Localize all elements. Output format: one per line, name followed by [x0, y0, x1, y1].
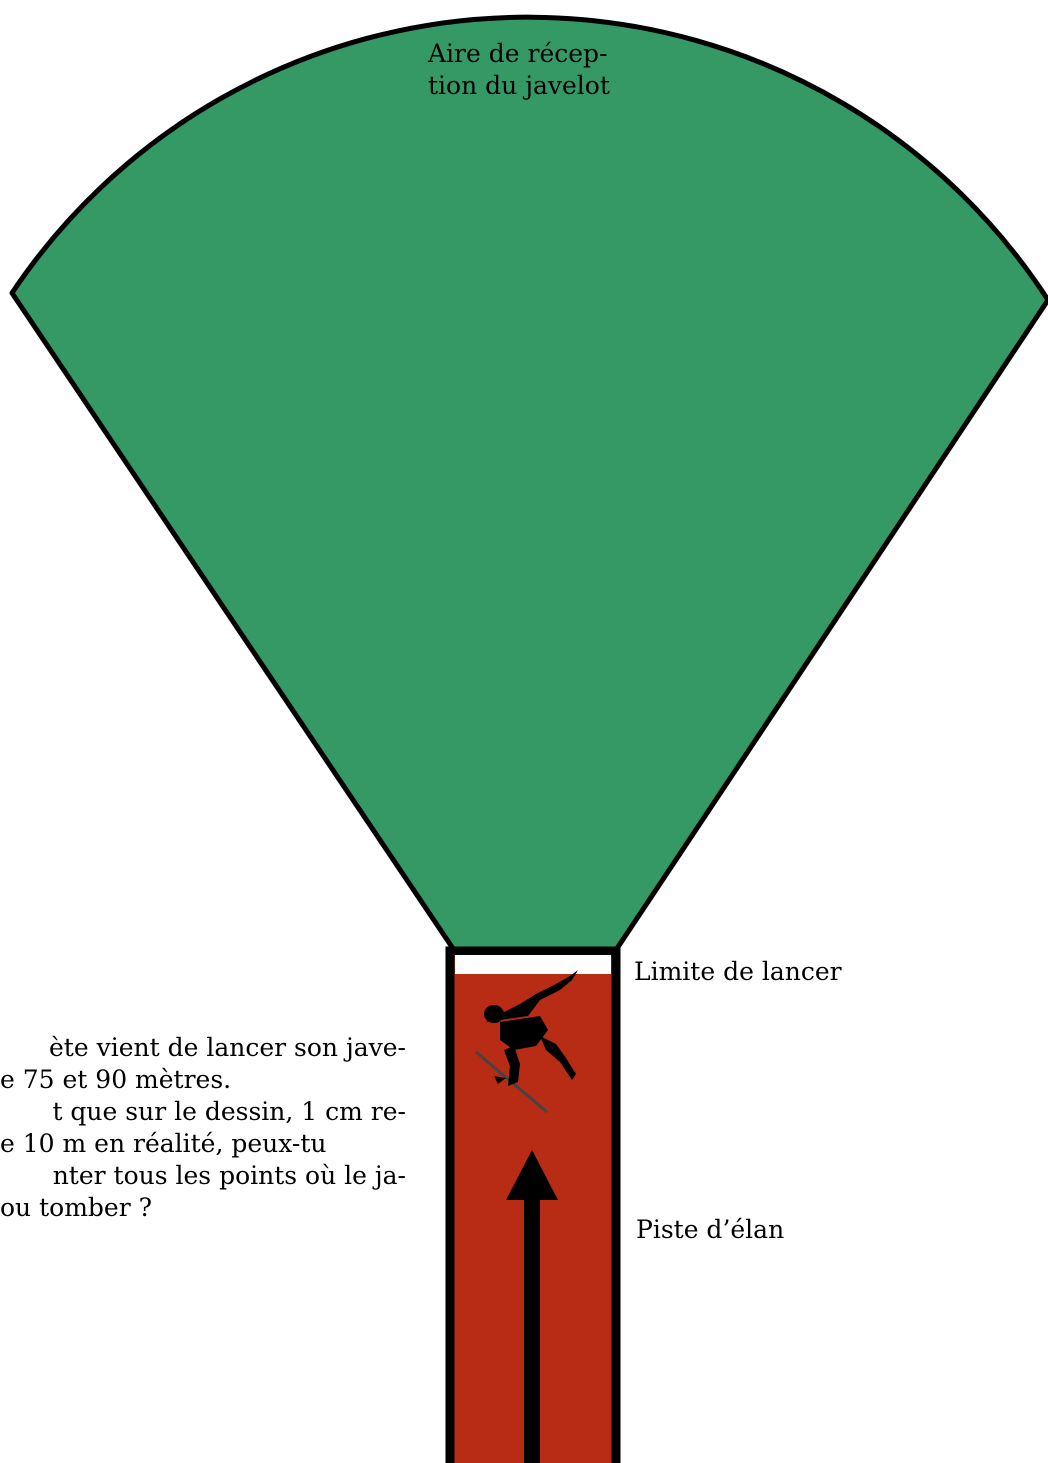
- problem-line: ou tomber ?: [0, 1192, 152, 1224]
- reception-area-label: Aire de récep- tion du javelot: [428, 38, 610, 102]
- problem-line: e 75 et 90 mètres.: [0, 1064, 231, 1096]
- throw-limit-label: Limite de lancer: [634, 956, 842, 988]
- throw-limit-strip: [455, 955, 611, 974]
- problem-line: t que sur le dessin, 1 cm re-: [52, 1096, 406, 1128]
- reception-area-label-line1: Aire de récep-: [428, 38, 610, 70]
- problem-statement: ète vient de lancer son jave- e 75 et 90…: [0, 1032, 430, 1292]
- landing-sector: [12, 17, 1048, 950]
- problem-line: ète vient de lancer son jave-: [49, 1032, 406, 1064]
- reception-area-label-line2: tion du javelot: [428, 70, 610, 102]
- problem-line: nter tous les points où le ja-: [53, 1160, 406, 1192]
- runway-label: Piste d’élan: [636, 1214, 784, 1246]
- problem-line: e 10 m en réalité, peux-tu: [0, 1128, 327, 1160]
